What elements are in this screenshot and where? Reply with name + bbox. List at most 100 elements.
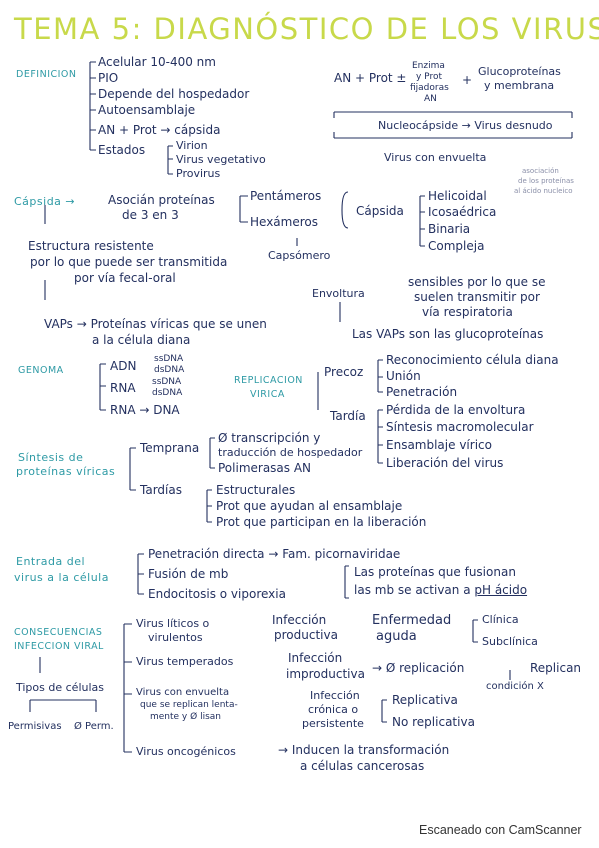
sintesis-label-2: proteínas víricas xyxy=(16,465,116,478)
form-helicoidal: Helicoidal xyxy=(428,189,487,203)
capsida-label: Cápsida → xyxy=(14,195,76,208)
def-item-estados: Estados xyxy=(98,143,146,157)
consecuencias-label-2: INFECCION VIRAL xyxy=(14,641,104,652)
asociacion-note-2: de los proteínas xyxy=(518,177,574,185)
consecuencias-label-1: CONSECUENCIAS xyxy=(14,627,103,638)
temperados-text: Virus temperados xyxy=(136,655,234,668)
productiva-line-2: productiva xyxy=(274,628,338,642)
sintesis-label-1: Síntesis de xyxy=(18,451,84,464)
permisivas-text: Permisivas xyxy=(8,721,62,732)
asociacion-line-1: Asocián proteínas xyxy=(108,193,215,207)
replicacion-label-1: REPLICACION xyxy=(234,375,303,386)
replicacion-precoz: Precoz xyxy=(324,365,364,379)
rna-dsdna: dsDNA xyxy=(152,388,183,398)
an-prot-text: AN + Prot ± xyxy=(334,71,407,85)
camscanner-footer: Escaneado con CamScanner xyxy=(419,823,582,837)
def-item-hospedador: Depende del hospedador xyxy=(98,87,250,101)
asociacion-line-2: de 3 en 3 xyxy=(122,208,179,222)
envoltura-line-1: sensibles por lo que se xyxy=(408,275,546,289)
replicativa-text: Replicativa xyxy=(392,693,458,707)
temprana-transcripcion: Ø transcripción y xyxy=(218,431,321,445)
nucleocapside-text: Nucleocápside → Virus desnudo xyxy=(378,119,553,132)
rna-ssdna: ssDNA xyxy=(152,377,182,387)
replican-text: Replican xyxy=(530,661,582,675)
cronica-line-3: persistente xyxy=(302,717,364,730)
capsomero-text: Capsómero xyxy=(268,249,331,262)
envoltura-line-2: suelen transmitir por xyxy=(414,290,540,304)
glucoproteinas-line-2: y membrana xyxy=(484,79,555,92)
pentameros-text: Pentámeros xyxy=(250,189,322,203)
precoz-union: Unión xyxy=(386,369,421,383)
estado-vegetativo: Virus vegetativo xyxy=(176,153,266,166)
estructura-line-3: por vía fecal-oral xyxy=(74,271,176,285)
entrada-label-1: Entrada del xyxy=(16,555,86,568)
asociacion-note-1: asociación xyxy=(522,167,559,175)
oncogenicos-text: Virus oncogénicos xyxy=(136,745,236,758)
tardia-ensamblaje: Ensamblaje vírico xyxy=(386,438,492,452)
subclinica-text: Subclínica xyxy=(482,635,538,648)
hexameros-text: Hexámeros xyxy=(250,215,318,229)
def-item-acelular: Acelular 10-400 nm xyxy=(98,55,216,69)
entrada-fusion: Fusión de mb xyxy=(148,567,229,581)
tipos-celulas: Tipos de células xyxy=(16,681,104,694)
cronica-line-2: crónica o xyxy=(308,703,359,716)
enzima-line-1: Enzima xyxy=(412,61,445,71)
condicion-text: condición X xyxy=(486,681,544,692)
inducen-line-2: a células cancerosas xyxy=(300,759,425,773)
replicacion-nula: → Ø replicación xyxy=(372,661,465,675)
envoltura-label: Envoltura xyxy=(312,287,365,300)
tardia-liberacion: Liberación del virus xyxy=(386,456,504,470)
improductiva-line-1: Infección xyxy=(288,651,343,665)
tardia-sintesis: Síntesis macromolecular xyxy=(386,420,534,434)
glucoproteinas-line-1: Glucoproteínas xyxy=(478,65,561,78)
entrada-endocitosis: Endocitosis o viporexia xyxy=(148,587,286,601)
enzima-line-4: AN xyxy=(424,94,437,104)
plus-sign: + xyxy=(462,73,473,87)
adn-dsdna: dsDNA xyxy=(154,365,185,375)
genoma-rna: RNA xyxy=(110,381,136,395)
def-item-pio: PIO xyxy=(98,71,119,85)
envoltura-line-3: vía respiratoria xyxy=(422,305,513,319)
fusion-text-2: las mb se activan a pH ácido xyxy=(354,583,528,597)
estado-provirus: Provirus xyxy=(176,167,221,180)
inducen-line-1: → Inducen la transformación xyxy=(278,743,450,757)
no-permisivas-text: Ø Perm. xyxy=(74,721,114,732)
vaps-line-1: VAPs → Proteínas víricas que se unen xyxy=(44,317,267,331)
tardias-liberacion: Prot que participan en la liberación xyxy=(216,515,427,529)
def-item-an-prot: AN + Prot → cápsida xyxy=(98,123,221,137)
capsida-word: Cápsida xyxy=(356,204,404,218)
envuelta-line-1: Virus con envuelta xyxy=(136,687,230,698)
productiva-line-1: Infección xyxy=(272,613,327,627)
envuelta-line-3: mente y Ø lisan xyxy=(150,712,221,722)
genoma-rna-dna: RNA → DNA xyxy=(110,403,180,417)
definicion-label: DEFINICION xyxy=(16,69,77,80)
virus-envuelta-text: Virus con envuelta xyxy=(384,151,487,164)
def-item-autoensamblaje: Autoensamblaje xyxy=(98,103,196,117)
replicacion-label-2: VIRICA xyxy=(250,389,285,400)
enfermedad-line-2: aguda xyxy=(376,629,417,644)
genoma-adn: ADN xyxy=(110,359,137,373)
cronica-line-1: Infección xyxy=(310,689,360,702)
enzima-line-2: y Prot xyxy=(416,72,442,82)
sintesis-tardias: Tardías xyxy=(140,483,182,497)
improductiva-line-2: improductiva xyxy=(286,667,365,681)
tardias-ensamblaje: Prot que ayudan al ensamblaje xyxy=(216,499,403,513)
enzima-line-3: fijadoras xyxy=(410,83,449,93)
clinica-text: Clínica xyxy=(482,613,519,626)
precoz-reconocimiento: Reconocimiento célula diana xyxy=(386,353,559,367)
replicacion-tardia: Tardía xyxy=(330,409,366,423)
form-compleja: Compleja xyxy=(428,239,485,253)
envuelta-line-2: que se replican lenta- xyxy=(140,700,238,710)
temprana-polimerasas: Polimerasas AN xyxy=(218,461,312,475)
form-binaria: Binaria xyxy=(428,222,471,236)
form-icosaedrica: Icosaédrica xyxy=(428,205,497,219)
entrada-label-2: virus a la célula xyxy=(14,571,109,584)
entrada-penetracion: Penetración directa → Fam. picornavirida… xyxy=(148,547,401,561)
ph-acido: pH ácido xyxy=(474,583,528,597)
liticos-line-2: virulentos xyxy=(148,631,203,644)
adn-ssdna: ssDNA xyxy=(154,354,184,364)
estructura-line-2: por lo que puede ser transmitida xyxy=(30,255,228,269)
asociacion-note-3: al ácido nucleico xyxy=(514,187,573,195)
